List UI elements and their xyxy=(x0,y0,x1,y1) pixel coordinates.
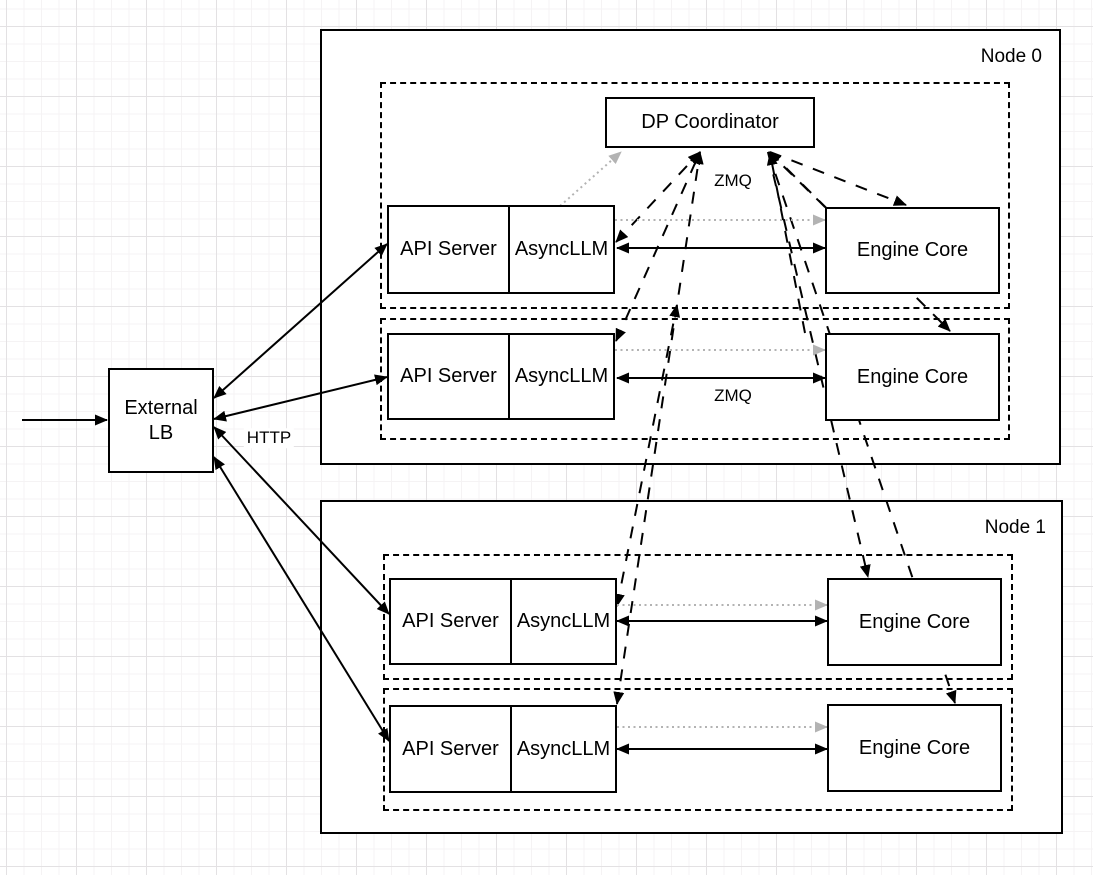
asyncllm-cell-n1r0: AsyncLLM xyxy=(516,610,611,632)
engine-core-label-n0r1: Engine Core xyxy=(856,365,969,388)
arrow-engine-n0r1-to-coordinator xyxy=(766,152,806,334)
arrow-lb-api-n0r1 xyxy=(213,374,388,422)
api-asyncllm-box-n0r1: API Server AsyncLLM xyxy=(387,333,615,420)
asyncllm-cell-n0r0: AsyncLLM xyxy=(514,238,609,260)
external-lb-label: External LB xyxy=(124,396,198,444)
arrow-asyncllm-coordinator-dotted xyxy=(559,151,622,207)
dp-coordinator-box: DP Coordinator xyxy=(605,97,815,148)
api-server-cell-n1r0: API Server xyxy=(391,580,512,663)
arrow-coordinator-asyncllm-n1r1 xyxy=(613,151,704,705)
engine-core-box-n0r1: Engine Core xyxy=(825,333,1000,421)
engine-core-label-n1r0: Engine Core xyxy=(858,610,971,633)
engine-core-label-n0r0: Engine Core xyxy=(856,239,969,261)
arrow-lb-api-n0r0 xyxy=(213,243,388,399)
engine-core-label-n1r1: Engine Core xyxy=(858,736,971,759)
api-asyncllm-box-n1r1: API Server AsyncLLM xyxy=(389,705,617,793)
engine-core-box-n1r1: Engine Core xyxy=(827,704,1002,792)
node0-title: Node 0 xyxy=(980,46,1042,67)
arrow-coordinator-to-engine-n0r0 xyxy=(769,151,907,206)
api-asyncllm-box-n0r0: API Server AsyncLLM xyxy=(387,205,615,294)
external-lb-box: External LB xyxy=(108,368,214,473)
api-server-cell-n0r0: API Server xyxy=(389,207,510,292)
asyncllm-cell-n1r1: AsyncLLM xyxy=(516,737,611,760)
arrow-lb-api-n1r1 xyxy=(213,456,390,742)
arrow-coordinator-to-engine-n1r0 xyxy=(767,151,871,578)
node1-title: Node 1 xyxy=(984,517,1046,538)
api-server-cell-n1r1: API Server xyxy=(391,707,512,791)
engine-core-box-n1r0: Engine Core xyxy=(827,578,1002,666)
api-server-cell-n0r1: API Server xyxy=(389,335,510,418)
dp-coordinator-label: DP Coordinator xyxy=(641,111,779,133)
api-asyncllm-box-n1r0: API Server AsyncLLM xyxy=(389,578,617,665)
engine-core-box-n0r0: Engine Core xyxy=(825,207,1000,294)
asyncllm-cell-n0r1: AsyncLLM xyxy=(514,365,609,387)
